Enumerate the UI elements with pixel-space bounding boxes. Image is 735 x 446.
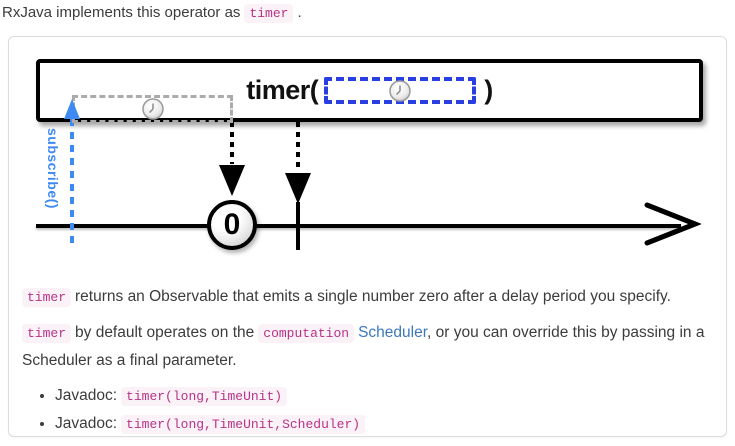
intro-text-before: RxJava implements this operator as — [2, 4, 241, 21]
inline-code-timer: timer — [244, 4, 294, 23]
inline-code-computation: computation — [258, 324, 355, 343]
javadoc-list: Javadoc:timer(long,TimeUnit) Javadoc:tim… — [22, 382, 713, 438]
clock-icon — [141, 98, 164, 120]
completion-arrow-icon — [285, 173, 311, 204]
javadoc-link-timer-long-timeunit[interactable]: timer(long,TimeUnit) — [121, 387, 288, 406]
subscribe-dashed-line — [70, 119, 74, 246]
operator-label-close: ) — [484, 75, 493, 105]
javadoc-link-timer-long-timeunit-scheduler[interactable]: timer(long,TimeUnit,Scheduler) — [121, 415, 366, 434]
emission-arrow-icon — [219, 165, 245, 196]
timeline — [36, 224, 681, 228]
operator-label-open: timer( — [246, 75, 319, 105]
intro-text-after: . — [297, 4, 302, 21]
completion-dotted-line — [296, 122, 300, 172]
scheduler-link[interactable]: Scheduler — [358, 324, 428, 341]
paragraph-scheduler-text1: by default operates on the — [75, 324, 255, 341]
javadoc-label: Javadoc: — [55, 415, 118, 432]
subscribe-label: subscribe() — [45, 128, 61, 209]
clock-icon — [389, 79, 411, 102]
completion-tick — [296, 202, 300, 250]
operator-param-box — [324, 77, 477, 104]
inline-code-timer: timer — [22, 288, 72, 307]
content-panel: timer( ) — [8, 36, 727, 437]
paragraph-returns-text: returns an Observable that emits a singl… — [75, 288, 671, 305]
emitted-item-marble: 0 — [207, 200, 257, 250]
timeline-arrowhead-icon — [644, 202, 701, 246]
timer-marble-diagram: timer( ) — [9, 37, 726, 279]
javadoc-label: Javadoc: — [55, 387, 118, 404]
list-item: Javadoc:timer(long,TimeUnit,Scheduler) — [55, 410, 713, 438]
paragraph-scheduler-text2: , or you can override this by passing in… — [22, 324, 705, 369]
emission-dotted-line — [230, 122, 234, 164]
list-item: Javadoc:timer(long,TimeUnit) — [55, 382, 713, 410]
subscribe-arrow-up-icon — [64, 99, 80, 119]
delay-period-box — [72, 95, 233, 123]
inline-code-timer: timer — [22, 324, 72, 343]
